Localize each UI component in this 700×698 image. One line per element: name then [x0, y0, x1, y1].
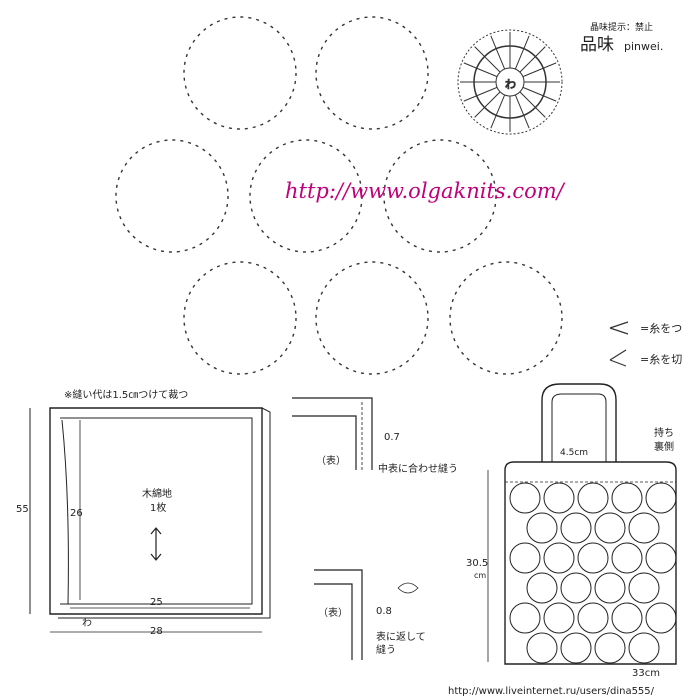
seam-detail-bottom: （表） 0.8 表に返して 縫う	[314, 569, 426, 660]
bag-motif	[594, 572, 626, 604]
motif-ring	[315, 261, 429, 375]
height-inner-label: 26	[70, 508, 83, 519]
legend-join-text: =糸をつ	[640, 322, 682, 335]
motif-ring	[183, 261, 297, 375]
bag-motif	[611, 542, 643, 574]
legend-cut-text: =糸を切	[640, 353, 682, 366]
seam-detail-top: （表） 0.7 中表に合わせ縫う	[292, 397, 458, 475]
bag-motif	[509, 602, 541, 634]
bag-motif	[509, 482, 541, 514]
stitch-spoke	[514, 35, 530, 70]
motif-ring	[449, 261, 563, 375]
bag-motif	[645, 542, 677, 574]
lining-pattern: ※縫い代は1.5㎝つけて裁つ 55 26 木綿地 1枚 25 わ 28	[16, 388, 271, 637]
stitch-spoke	[522, 62, 557, 78]
motif-rings	[115, 16, 563, 375]
brand-header: 晶味提示：禁止 品味 pinwei.	[580, 21, 663, 55]
brand-mark: 品味	[580, 35, 614, 55]
handle-note-2: 裏側	[654, 440, 674, 453]
stitch-spoke	[514, 94, 530, 129]
bag-motif	[594, 512, 626, 544]
chain-center-label: わ	[505, 78, 516, 91]
join-yarn-icon	[609, 321, 629, 335]
width-inner-label: 25	[150, 597, 163, 608]
center-motif: わ	[457, 29, 563, 135]
stitch-spoke	[463, 86, 498, 102]
bag-motif	[594, 632, 626, 664]
brand-notice: 晶味提示：禁止	[590, 21, 653, 33]
stitch-spoke	[490, 94, 506, 129]
bag-motif	[526, 632, 558, 664]
bag-motif	[543, 602, 575, 634]
seam-bottom-instruction-2: 縫う	[376, 643, 396, 656]
bag-motif	[560, 572, 592, 604]
bag-motif	[628, 512, 660, 544]
footer-url: http://www.liveinternet.ru/users/dina555…	[448, 686, 655, 697]
width-outer-label: 28	[150, 626, 163, 637]
fabric-count: 1枚	[150, 501, 166, 514]
stitch-spoke	[519, 91, 546, 118]
grain-arrow-icon	[150, 527, 162, 561]
brand-text: pinwei.	[624, 40, 663, 53]
seam-top-measure: 0.7	[384, 432, 400, 443]
seam-top-side-label: （表）	[316, 454, 346, 467]
bag-motif	[628, 632, 660, 664]
fabric-label: 木綿地	[142, 487, 172, 500]
bag-motif	[577, 542, 609, 574]
motif-ring	[383, 139, 497, 253]
motif-ring	[315, 16, 429, 130]
motif-ring	[115, 139, 229, 253]
height-outer-label: 55	[16, 504, 29, 515]
symbol-legend: =糸をつ =糸を切	[609, 321, 682, 367]
seam-bottom-instruction-1: 表に返して	[376, 630, 426, 643]
bag-motif	[526, 512, 558, 544]
bag-motif	[560, 512, 592, 544]
bag-motif	[611, 602, 643, 634]
watermark-url: http://www.olgaknits.com/	[285, 179, 566, 203]
bag-motif	[577, 482, 609, 514]
bag-motif	[628, 572, 660, 604]
seam-allowance-note: ※縫い代は1.5㎝つけて裁つ	[64, 388, 188, 401]
seam-bottom-measure: 0.8	[376, 606, 392, 617]
bag-illustration: 4.5cm 持ち 裏側 30.5 cm 33cm	[466, 383, 677, 679]
fold-label: わ	[82, 617, 92, 629]
bag-motif	[509, 542, 541, 574]
stitch-spoke	[474, 91, 501, 118]
stitch-spoke	[522, 86, 557, 102]
stitch-spoke	[463, 62, 498, 78]
handle-note-1: 持ち	[654, 426, 674, 439]
motif-ring	[183, 16, 297, 130]
bag-width-label: 33cm	[632, 668, 660, 679]
bag-height-label: 30.5	[466, 558, 488, 569]
handle-width-label: 4.5cm	[560, 448, 588, 458]
bag-motif	[577, 602, 609, 634]
bag-motif	[645, 602, 677, 634]
bag-motif	[611, 482, 643, 514]
bag-height-unit: cm	[474, 571, 486, 580]
bag-motif	[645, 482, 677, 514]
stitch-spoke	[490, 35, 506, 70]
seam-top-instruction: 中表に合わせ縫う	[378, 462, 458, 475]
bag-motif	[543, 482, 575, 514]
cut-yarn-icon	[609, 349, 627, 367]
stitch-spoke	[519, 46, 546, 73]
leaf-icon	[397, 582, 419, 594]
seam-bottom-side-label: （表）	[318, 606, 348, 619]
stitch-spoke	[474, 46, 501, 73]
bag-motif	[560, 632, 592, 664]
bag-motif	[543, 542, 575, 574]
motif-ring	[249, 139, 363, 253]
bag-motif	[526, 572, 558, 604]
